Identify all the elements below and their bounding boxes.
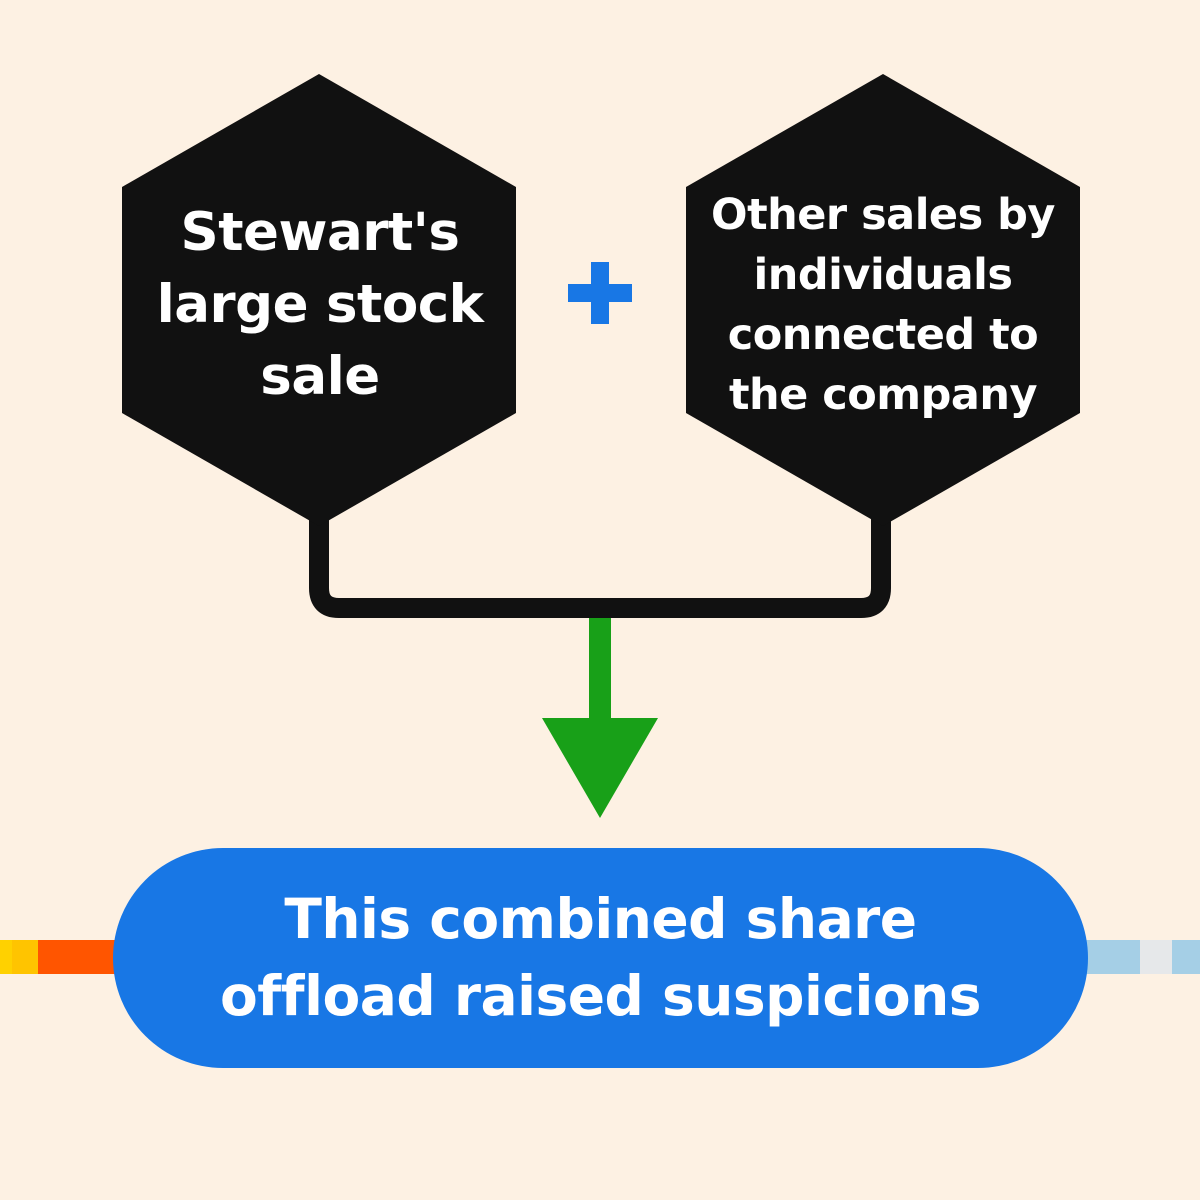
- accent-bar-grey: [1140, 940, 1172, 974]
- result-pill: This combined share offload raised suspi…: [113, 848, 1088, 1068]
- accent-bar-lightblue-right: [1172, 940, 1200, 974]
- arrow-down-icon: [542, 618, 658, 818]
- hexagon-right: [686, 74, 1080, 526]
- accent-bar-yellow-left: [0, 940, 12, 974]
- connector-bracket: [309, 500, 891, 618]
- result-pill-label: This combined share offload raised suspi…: [219, 887, 982, 1028]
- accent-bar-orange: [38, 940, 118, 974]
- accent-bar-lightblue: [1082, 940, 1140, 974]
- plus-icon: [568, 262, 632, 324]
- hexagon-left-label: Stewart's large stock sale: [156, 202, 484, 407]
- hexagon-right-label: Other sales by individuals connected to …: [711, 190, 1055, 420]
- accent-bar-yellow: [12, 940, 38, 974]
- hexagon-left: [122, 74, 516, 526]
